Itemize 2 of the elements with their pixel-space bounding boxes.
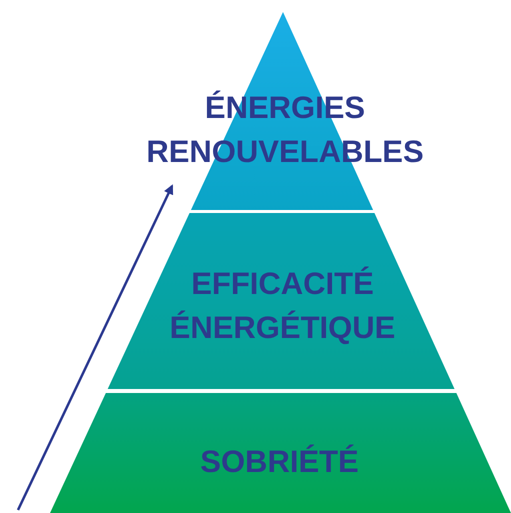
- tier-label: EFFICACITÉ ÉNERGÉTIQUE: [168, 265, 396, 347]
- tier-label: SOBRIÉTÉ: [199, 443, 360, 481]
